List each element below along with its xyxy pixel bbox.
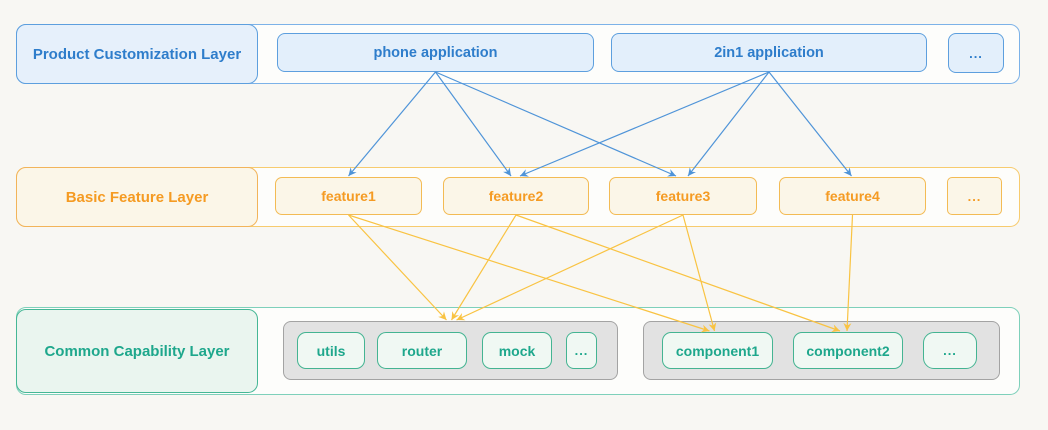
node-mock: mock xyxy=(482,332,552,369)
node-utils: utils xyxy=(297,332,365,369)
node-feature3: feature3 xyxy=(609,177,757,215)
node-utils-more: ... xyxy=(566,332,597,369)
node-feature-more: ... xyxy=(947,177,1002,215)
node-phone-application: phone application xyxy=(277,33,594,72)
node-feature1: feature1 xyxy=(275,177,422,215)
node-feature4: feature4 xyxy=(779,177,926,215)
node-2in1-application: 2in1 application xyxy=(611,33,927,72)
layer-label-basic-feature: Basic Feature Layer xyxy=(16,167,258,227)
node-feature2: feature2 xyxy=(443,177,589,215)
node-router: router xyxy=(377,332,467,369)
node-components-more: ... xyxy=(923,332,977,369)
node-product-more: ... xyxy=(948,33,1004,73)
layer-label-product-customization: Product Customization Layer xyxy=(16,24,258,84)
layer-label-common-capability: Common Capability Layer xyxy=(16,309,258,393)
node-component2: component2 xyxy=(793,332,903,369)
node-component1: component1 xyxy=(662,332,773,369)
